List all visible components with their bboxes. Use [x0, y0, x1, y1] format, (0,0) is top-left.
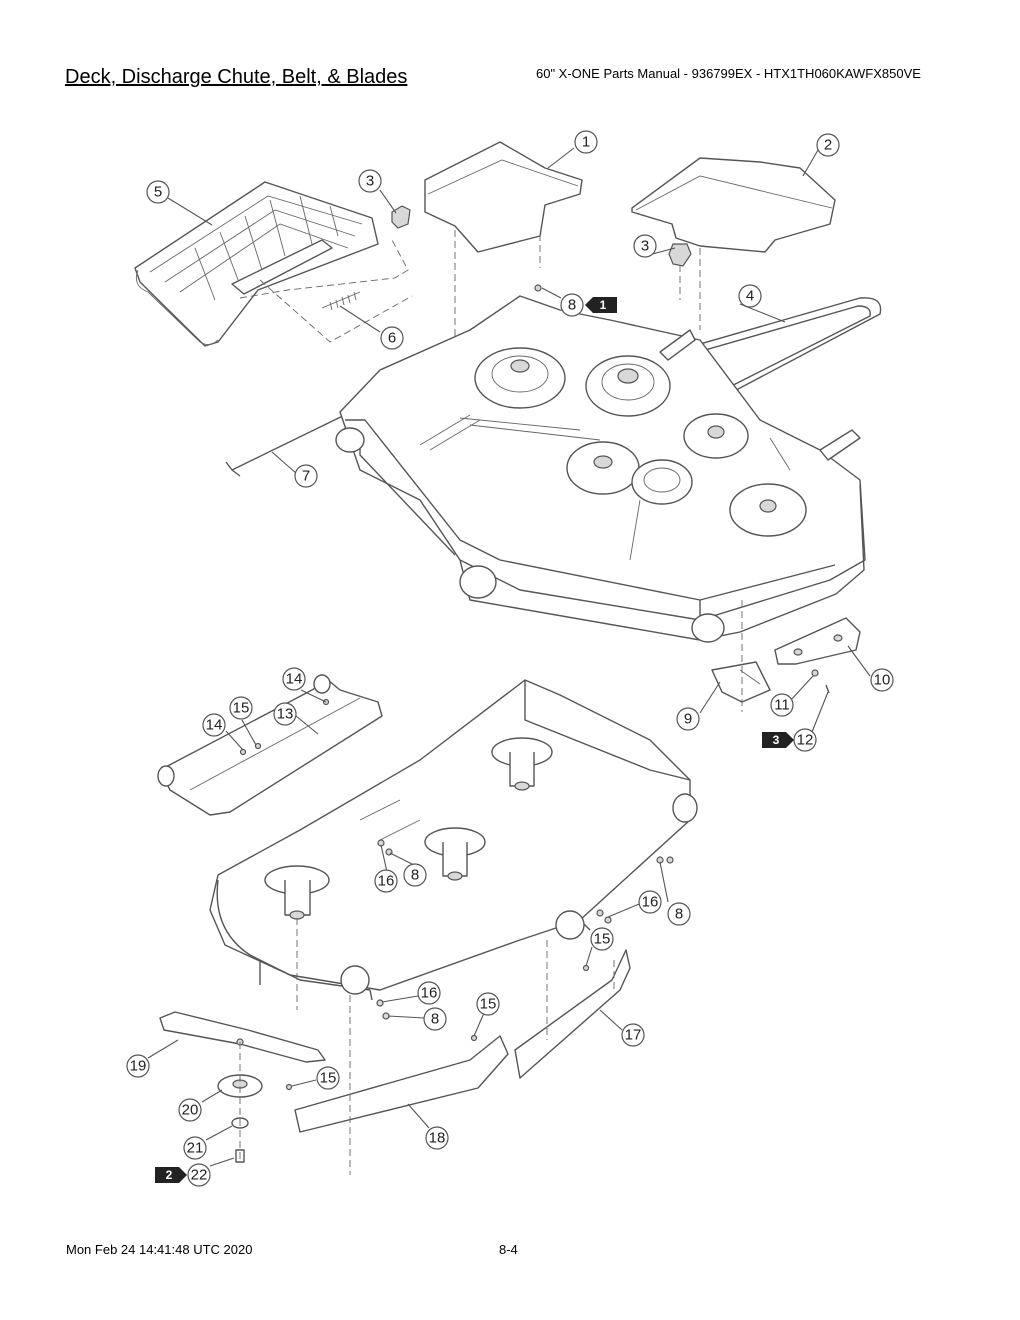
leader-lines — [147, 147, 871, 1167]
callout-22: 22 — [187, 1163, 211, 1187]
svg-text:10: 10 — [874, 672, 891, 689]
callout-16: 16 — [417, 981, 441, 1005]
callout-5: 5 — [146, 180, 170, 204]
callout-16: 16 — [374, 869, 398, 893]
callout-15: 15 — [316, 1066, 340, 1090]
callout-3: 3 — [358, 169, 382, 193]
mower-deck-top-view — [335, 295, 866, 643]
knob-left — [391, 205, 411, 229]
callout-14: 14 — [202, 713, 226, 737]
callout-15: 15 — [476, 992, 500, 1016]
discharge-chute — [134, 181, 379, 347]
svg-text:15: 15 — [594, 931, 611, 948]
belt-cover-left — [424, 141, 583, 253]
skid-rail-17 — [514, 949, 631, 1079]
callout-18: 18 — [425, 1126, 449, 1150]
knob-right — [668, 243, 692, 267]
svg-text:15: 15 — [480, 996, 497, 1013]
svg-text:3: 3 — [641, 238, 649, 255]
svg-text:2: 2 — [824, 137, 832, 154]
callout-1: 1 — [574, 130, 598, 154]
callout-21: 21 — [183, 1136, 207, 1160]
callout-20: 20 — [178, 1098, 202, 1122]
svg-text:17: 17 — [625, 1027, 642, 1044]
note-tag-1: 1 — [585, 297, 617, 313]
page-number: 8-4 — [499, 1242, 518, 1257]
page-title: Deck, Discharge Chute, Belt, & Blades — [65, 66, 408, 88]
note-tag-3: 3 — [762, 732, 794, 748]
callout-10: 10 — [870, 668, 894, 692]
callout-2: 2 — [816, 133, 840, 157]
callout-17: 17 — [621, 1023, 645, 1047]
svg-text:16: 16 — [378, 873, 395, 890]
svg-text:13: 13 — [277, 706, 294, 723]
front-hanger-arm — [157, 674, 383, 816]
callout-13: 13 — [273, 702, 297, 726]
svg-text:8: 8 — [675, 906, 683, 923]
svg-text:1: 1 — [582, 134, 590, 151]
chute-rod — [225, 409, 356, 477]
callout-8: 8 — [403, 863, 427, 887]
svg-text:18: 18 — [429, 1130, 446, 1147]
callout-8: 8 — [667, 902, 691, 926]
callout-8: 8 — [423, 1007, 447, 1031]
svg-text:21: 21 — [187, 1140, 204, 1157]
svg-text:8: 8 — [431, 1011, 439, 1028]
callout-12: 12 — [793, 728, 817, 752]
svg-text:14: 14 — [206, 717, 223, 734]
svg-text:9: 9 — [684, 711, 692, 728]
mower-deck-bottom-view — [209, 679, 698, 1001]
svg-text:14: 14 — [286, 671, 303, 688]
callout-6: 6 — [380, 326, 404, 350]
callout-7: 7 — [294, 464, 318, 488]
svg-text:12: 12 — [797, 732, 814, 749]
callout-9: 9 — [676, 707, 700, 731]
chute-spring — [321, 291, 361, 311]
svg-text:7: 7 — [302, 468, 310, 485]
svg-text:16: 16 — [642, 894, 659, 911]
svg-text:8: 8 — [411, 867, 419, 884]
svg-text:19: 19 — [130, 1058, 147, 1075]
svg-text:4: 4 — [746, 288, 754, 305]
svg-text:3: 3 — [773, 733, 780, 747]
svg-text:6: 6 — [388, 330, 396, 347]
callout-8: 8 — [560, 293, 584, 317]
skid-rail-18 — [294, 1035, 509, 1133]
footer-timestamp: Mon Feb 24 14:41:48 UTC 2020 — [66, 1242, 253, 1257]
svg-text:16: 16 — [421, 985, 438, 1002]
svg-text:15: 15 — [233, 700, 250, 717]
note-tag-2: 2 — [155, 1167, 187, 1183]
svg-text:11: 11 — [774, 697, 790, 714]
svg-text:20: 20 — [182, 1102, 199, 1119]
manual-reference: 60" X-ONE Parts Manual - 936799EX - HTX1… — [536, 66, 921, 81]
svg-text:3: 3 — [366, 173, 374, 190]
callout-4: 4 — [738, 284, 762, 308]
callout-15: 15 — [590, 927, 614, 951]
svg-text:22: 22 — [191, 1167, 208, 1184]
callout-11: 11 — [770, 693, 794, 717]
svg-text:15: 15 — [320, 1070, 337, 1087]
svg-text:8: 8 — [568, 297, 576, 314]
callout-16: 16 — [638, 890, 662, 914]
callout-14: 14 — [282, 667, 306, 691]
callout-19: 19 — [126, 1054, 150, 1078]
svg-text:2: 2 — [166, 1168, 173, 1182]
baffle-9 — [711, 661, 771, 703]
callout-3: 3 — [633, 234, 657, 258]
svg-text:1: 1 — [600, 298, 607, 312]
mower-blade — [159, 1011, 326, 1063]
bracket-10 — [774, 617, 861, 665]
svg-text:5: 5 — [154, 184, 162, 201]
belt-cover-right — [631, 157, 836, 253]
callout-15: 15 — [229, 696, 253, 720]
